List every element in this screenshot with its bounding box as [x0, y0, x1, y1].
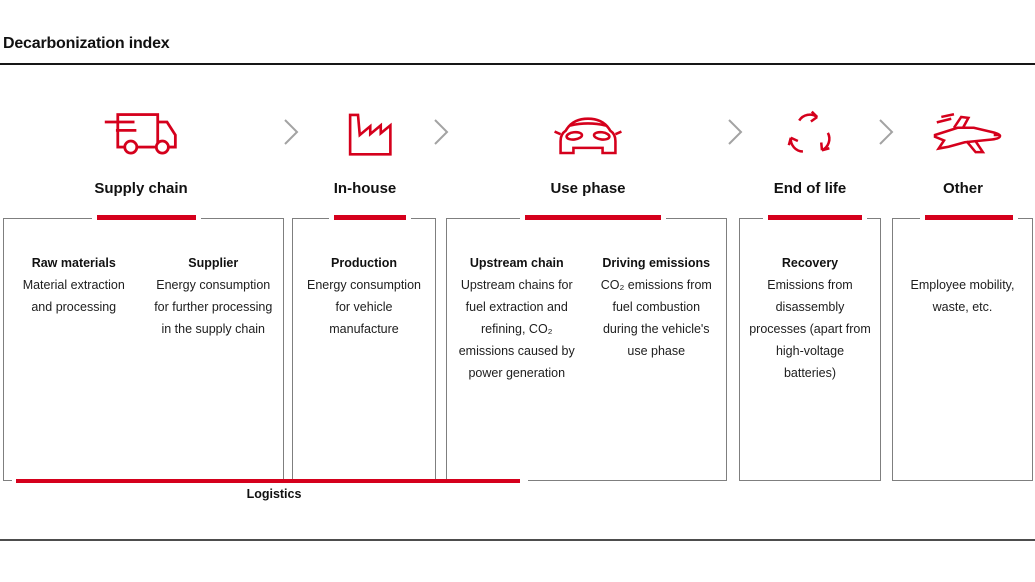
entry-title: Recovery	[781, 256, 839, 270]
entry-title: Production	[331, 256, 397, 270]
entry-title: Raw materials	[31, 256, 116, 270]
box-entry-raw-materials: Raw materials Material extraction and pr…	[4, 252, 144, 318]
entry-body: Energy consumption for further processin…	[154, 278, 273, 336]
box-entry-driving-emissions: Driving emissions CO₂ emissions from fue…	[587, 252, 727, 362]
logistics-label: Logistics	[246, 487, 302, 501]
bottom-divider	[0, 539, 1035, 541]
factory-icon	[285, 98, 445, 172]
box-entry-other: Employee mobility, waste, etc.	[893, 252, 1032, 318]
stage-label-in-house: In-house	[333, 180, 397, 197]
stage-underline-use-phase	[520, 215, 666, 220]
chevron-right-icon	[432, 117, 450, 152]
box-entry-upstream-chain: Upstream chain Upstream chains for fuel …	[447, 252, 587, 384]
entry-body: Energy consumption for vehicle manufactu…	[307, 278, 421, 336]
entry-title: Upstream chain	[469, 256, 564, 270]
box-in-house: Production Energy consumption for vehicl…	[292, 218, 436, 481]
chevron-right-icon	[726, 117, 744, 152]
stage-supply-chain: Supply chain	[61, 98, 221, 197]
entry-body: CO₂ emissions from fuel combustion durin…	[600, 278, 712, 358]
box-other: Employee mobility, waste, etc.	[892, 218, 1033, 481]
entry-body: Employee mobility, waste, etc.	[910, 278, 1015, 314]
stage-label-supply-chain: Supply chain	[94, 180, 188, 197]
box-supply-chain: Raw materials Material extraction and pr…	[3, 218, 284, 481]
box-end-of-life: Recovery Emissions from disassembly proc…	[739, 218, 881, 481]
entry-title: Driving emissions	[602, 256, 711, 270]
entry-body: Emissions from disassembly processes (ap…	[749, 278, 871, 380]
box-use-phase: Upstream chain Upstream chains for fuel …	[446, 218, 727, 481]
box-entry-supplier: Supplier Energy consumption for further …	[144, 252, 284, 340]
box-entry-recovery: Recovery Emissions from disassembly proc…	[740, 252, 880, 384]
chevron-right-icon	[282, 117, 300, 152]
stage-underline-in-house	[329, 215, 411, 220]
stage-underline-supply-chain	[92, 215, 201, 220]
page-title: Decarbonization index	[3, 35, 170, 52]
truck-icon	[61, 98, 221, 172]
stage-end-of-life: End of life	[730, 98, 890, 197]
entry-title	[902, 252, 1023, 274]
stage-label-use-phase: Use phase	[550, 180, 626, 197]
title-divider	[0, 63, 1035, 65]
chevron-right-icon	[877, 117, 895, 152]
recycle-icon	[730, 98, 890, 172]
stage-other: Other	[883, 98, 1035, 197]
car-icon	[508, 98, 668, 172]
stage-underline-other	[920, 215, 1018, 220]
stage-label-other: Other	[942, 180, 983, 197]
plane-icon	[883, 98, 1035, 172]
box-entry-production: Production Energy consumption for vehicl…	[293, 252, 435, 340]
stage-label-end-of-life: End of life	[773, 180, 847, 197]
stage-underline-end-of-life	[763, 215, 867, 220]
stage-in-house: In-house	[285, 98, 445, 197]
entry-title: Supplier	[188, 256, 239, 270]
entry-body: Upstream chains for fuel extraction and …	[458, 278, 575, 380]
logistics-line	[12, 479, 528, 483]
entry-body: Material extraction and processing	[22, 278, 125, 314]
stage-use-phase: Use phase	[508, 98, 668, 197]
